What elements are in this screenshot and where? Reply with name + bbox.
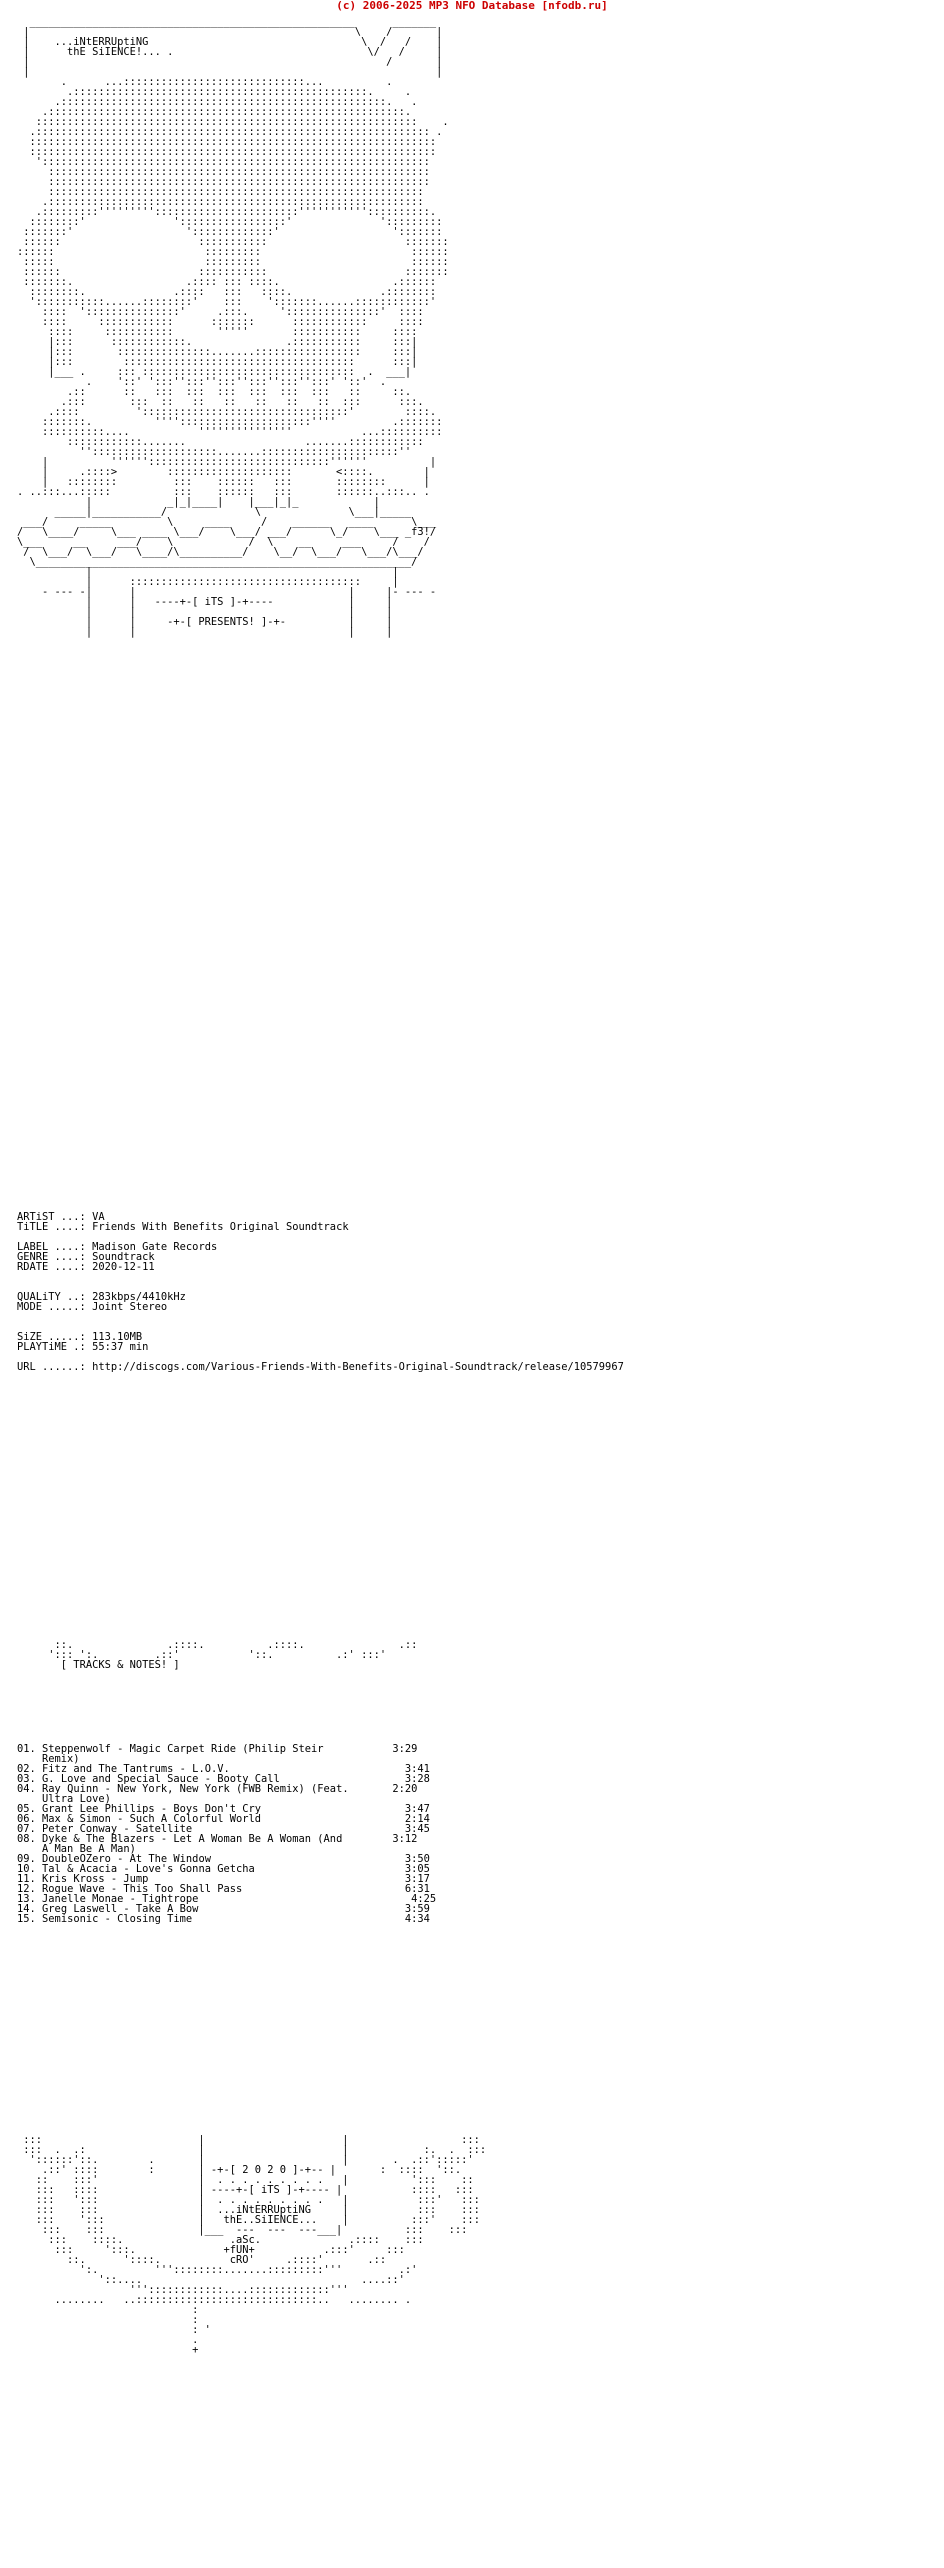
- title-value: Friends With Benefits Original Soundtrac…: [92, 1221, 349, 1233]
- track-row-11: 11. Kris Kross - Jump 3:17: [17, 1873, 430, 1885]
- track-row-4-cont: Ultra Love): [42, 1793, 111, 1805]
- track-row-14: 14. Greg Laswell - Take A Bow 3:59: [17, 1903, 430, 1915]
- track-row-3: 03. G. Love and Special Sauce - Booty Ca…: [17, 1773, 430, 1785]
- rdate-label: RDATE ....:: [17, 1261, 86, 1273]
- playtime-value: 55:37 min: [92, 1341, 149, 1353]
- track-row-1-cont: Remix): [42, 1753, 80, 1765]
- nfo-art-top: ________________________________________…: [17, 16, 449, 638]
- genre-label: GENRE ....:: [17, 1251, 86, 1263]
- track-row-15: 15. Semisonic - Closing Time 4:34: [17, 1913, 430, 1925]
- rdate-value: 2020-12-11: [92, 1261, 155, 1273]
- track-row-7: 07. Peter Conway - Satellite 3:45: [17, 1823, 430, 1835]
- footer-sig3: cRO': [229, 2254, 255, 2266]
- footer-line2: thE..SiIENCE...: [223, 2214, 318, 2226]
- footer-its: [ iTS ]: [248, 2184, 293, 2196]
- mode-label: MODE .....:: [17, 1301, 86, 1313]
- track-row-9: 09. DoubleOZero - At The Window 3:50: [17, 1853, 430, 1865]
- mode-value: Joint Stereo: [92, 1301, 168, 1313]
- footer-sig1: .aSc.: [229, 2234, 261, 2246]
- genre-value: Soundtrack: [92, 1251, 155, 1263]
- footer-year: [ 2 0 2 0 ]: [229, 2164, 299, 2176]
- track-row-5: 05. Grant Lee Phillips - Boys Don't Cry …: [17, 1803, 430, 1815]
- track-row-6: 06. Max & Simon - Such A Colorful World …: [17, 1813, 430, 1825]
- quality-label: QUALiTY ..:: [17, 1291, 86, 1303]
- tracks-header-art: ::. .::::. .::::. .:: '::: ':. .::' '::.…: [48, 1639, 418, 1671]
- footer-art: ::: | | ::: ::: . .: | | :. . ::: ':::::…: [23, 2134, 487, 2356]
- size-value: 113.10MB: [92, 1331, 143, 1343]
- artist-value: VA: [92, 1211, 105, 1223]
- quality-value: 283kbps/4410kHz: [92, 1291, 186, 1303]
- tracklist: 01. Steppenwolf - Magic Carpet Ride (Phi…: [17, 1744, 436, 1924]
- playtime-label: PLAYTiME .:: [17, 1341, 86, 1353]
- title-label: TiTLE ....:: [17, 1221, 86, 1233]
- track-row-10: 10. Tal & Acacia - Love's Gonna Getcha 3…: [17, 1863, 430, 1875]
- track-row-13: 13. Janelle Monae - Tightrope 4:25: [17, 1893, 437, 1905]
- tracks-header: [ TRACKS & NOTES! ]: [60, 1659, 180, 1671]
- track-row-12: 12. Rogue Wave - This Too Shall Pass 6:3…: [17, 1883, 430, 1895]
- size-label: SiZE .....:: [17, 1331, 86, 1343]
- copyright-header: (c) 2006-2025 MP3 NFO Database [nfodb.ru…: [336, 0, 608, 12]
- track-row-1: 01. Steppenwolf - Magic Carpet Ride (Phi…: [17, 1743, 418, 1755]
- url-label: URL ......:: [17, 1361, 86, 1373]
- artist-label: ARTiST ...:: [17, 1211, 86, 1223]
- track-row-8: 08. Dyke & The Blazers - Let A Woman Be …: [17, 1833, 418, 1845]
- label-label: LABEL ....:: [17, 1241, 86, 1253]
- label-value: Madison Gate Records: [92, 1241, 218, 1253]
- url-value[interactable]: http://discogs.com/Various-Friends-With-…: [92, 1361, 624, 1373]
- release-info-block: ARTiST ...: VA TiTLE ....: Friends With …: [17, 1212, 624, 1372]
- footer-sig2: +fUN+: [223, 2244, 255, 2256]
- track-row-4: 04. Ray Quinn - New York, New York (FWB …: [17, 1783, 418, 1795]
- footer-line1: ...iNtERRUptiNG: [217, 2204, 312, 2216]
- track-row-2: 02. Fitz and The Tantrums - L.O.V. 3:41: [17, 1763, 430, 1775]
- track-row-8-cont: A Man Be A Man): [42, 1843, 136, 1855]
